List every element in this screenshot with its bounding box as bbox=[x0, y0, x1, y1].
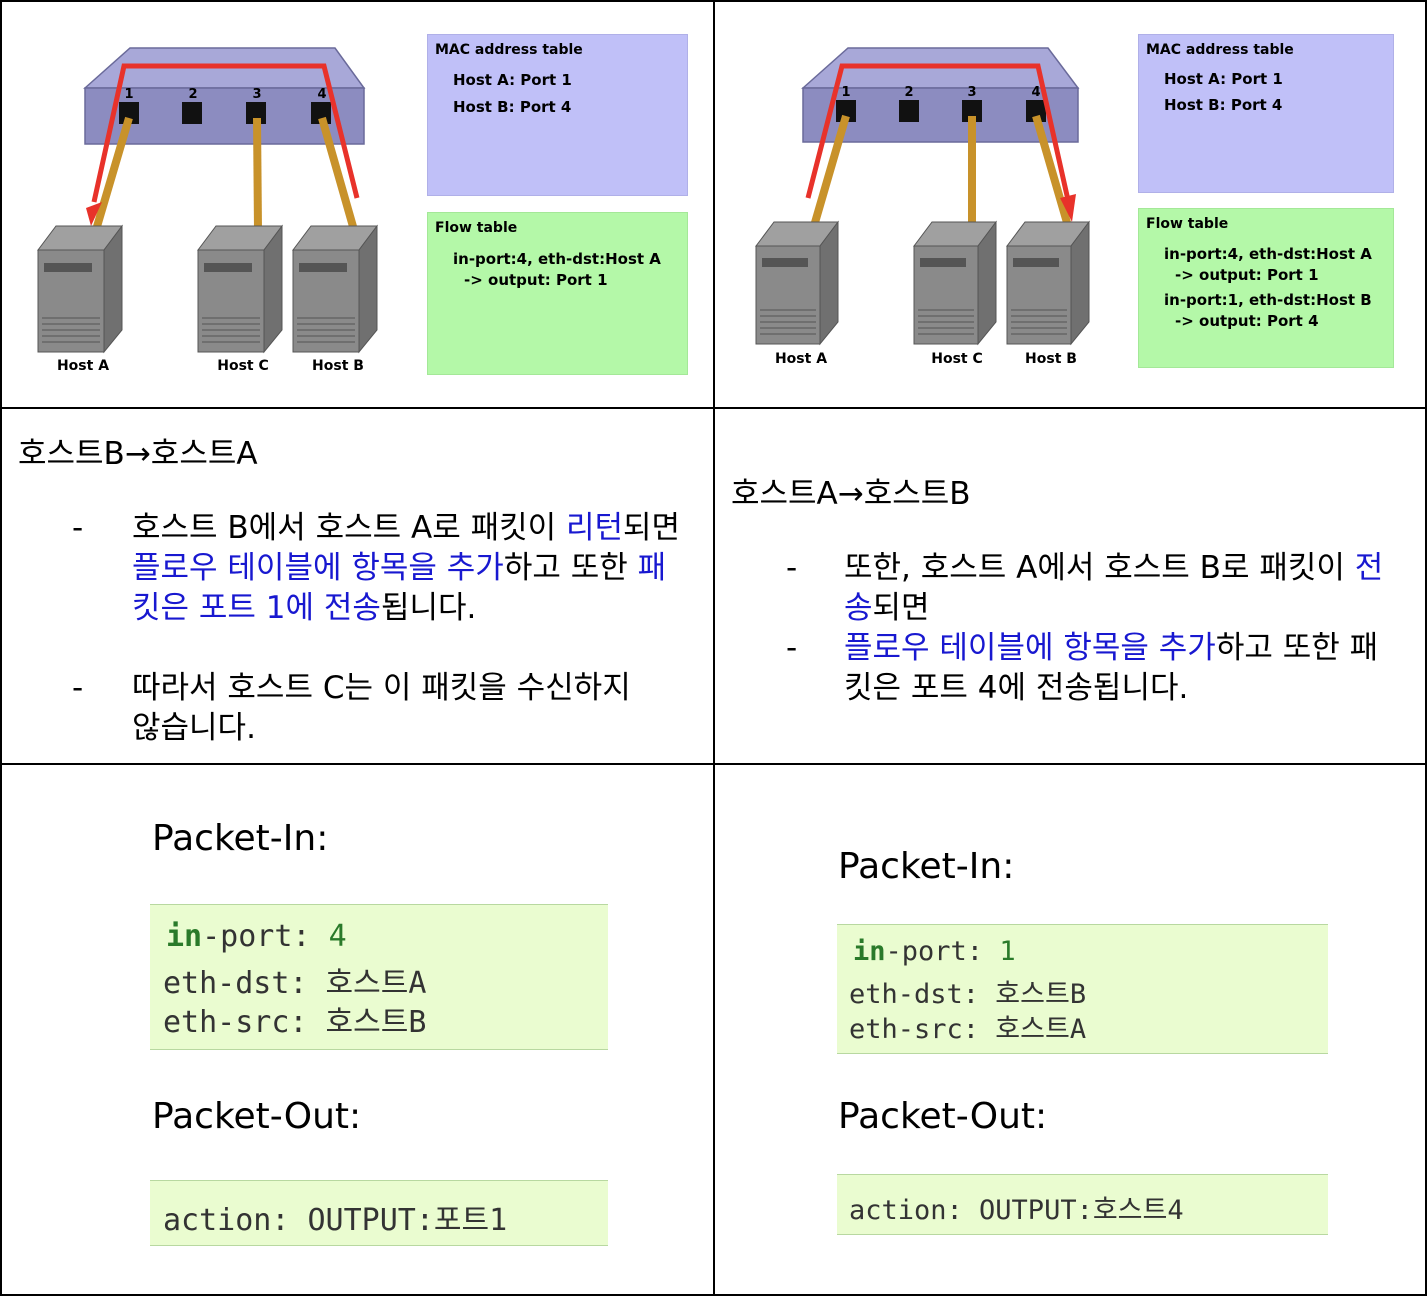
host-label: Host A bbox=[57, 358, 109, 374]
left-bullet-2: 따라서 호스트 C는 이 패킷을 수신하지 않습니다. bbox=[132, 670, 631, 746]
row-divider-1 bbox=[0, 407, 1427, 409]
port-label: 4 bbox=[1031, 85, 1040, 100]
host-label: Host B bbox=[312, 358, 364, 374]
flow-table-title: Flow table bbox=[435, 220, 518, 236]
left-heading: 호스트B→호스트A bbox=[18, 436, 258, 472]
bullet-dash: - bbox=[72, 510, 84, 546]
packet-out-label: Packet-Out: bbox=[838, 1096, 1048, 1137]
left-packet-in-block: in-port: 4 eth-dst: 호스트A eth-src: 호스트B bbox=[150, 904, 608, 1050]
host-label: Host A bbox=[775, 351, 827, 367]
right-bullet-2: 플로우 테이블에 항목을 추가하고 또한 패킷은 포트 4에 전송됩니다. bbox=[844, 630, 1379, 706]
bullet-dash: - bbox=[786, 550, 798, 586]
mac-table-title: MAC address table bbox=[435, 42, 583, 58]
port-label: 3 bbox=[967, 85, 976, 100]
row-divider-2 bbox=[0, 763, 1427, 765]
right-network-diagram: 1 2 3 4 Host A Host C Host B bbox=[738, 30, 1138, 394]
right-bullet-1: 또한, 호스트 A에서 호스트 B로 패킷이 전송되면 bbox=[844, 550, 1384, 626]
port-label: 1 bbox=[841, 85, 850, 100]
port-label: 4 bbox=[317, 87, 326, 102]
host-label: Host C bbox=[931, 351, 983, 367]
packet-in-src-line: eth-src: 호스트A bbox=[849, 1014, 1087, 1045]
packet-out-label: Packet-Out: bbox=[152, 1096, 362, 1137]
left-bullet-1: 호스트 B에서 호스트 A로 패킷이 리턴되면 플로우 테이블에 항목을 추가하… bbox=[132, 510, 681, 626]
host-label: Host B bbox=[1025, 351, 1077, 367]
port-label: 2 bbox=[188, 87, 197, 102]
mac-entry: Host B: Port 4 bbox=[1164, 96, 1283, 114]
left-flow-table: Flow table in-port:4, eth-dst:Host A -> … bbox=[427, 212, 688, 375]
right-packet-out-block: action: OUTPUT:호스트4 bbox=[837, 1174, 1328, 1235]
flow-entry: -> output: Port 1 bbox=[464, 271, 608, 289]
mac-table-title: MAC address table bbox=[1146, 42, 1294, 58]
flow-table-title: Flow table bbox=[1146, 216, 1229, 232]
right-packet-in-block: in-port: 1 eth-dst: 호스트B eth-src: 호스트A bbox=[837, 924, 1328, 1054]
flow-entry: -> output: Port 4 bbox=[1175, 312, 1319, 330]
packet-in-src-line: eth-src: 호스트B bbox=[163, 1005, 427, 1040]
packet-in-dst-line: eth-dst: 호스트B bbox=[849, 979, 1087, 1010]
left-packet-out-block: action: OUTPUT:포트1 bbox=[150, 1180, 608, 1246]
flow-entry: in-port:4, eth-dst:Host A bbox=[1164, 245, 1372, 263]
port-label: 3 bbox=[252, 87, 261, 102]
mac-entry: Host B: Port 4 bbox=[453, 98, 572, 116]
port-label: 1 bbox=[124, 87, 133, 102]
flow-entry: in-port:4, eth-dst:Host A bbox=[453, 250, 661, 268]
packet-in-port-line: in-port: 1 bbox=[853, 936, 1016, 967]
packet-in-port-line: in-port: 4 bbox=[166, 919, 347, 954]
column-divider bbox=[713, 0, 715, 1296]
flow-entry: -> output: Port 1 bbox=[1175, 266, 1319, 284]
packet-in-label: Packet-In: bbox=[152, 818, 329, 859]
right-heading: 호스트A→호스트B bbox=[731, 476, 971, 512]
bullet-dash: - bbox=[786, 630, 798, 666]
right-mac-table: MAC address table Host A: Port 1 Host B:… bbox=[1138, 34, 1394, 193]
host-label: Host C bbox=[217, 358, 269, 374]
mac-entry: Host A: Port 1 bbox=[1164, 70, 1283, 88]
port-label: 2 bbox=[904, 85, 913, 100]
right-flow-table: Flow table in-port:4, eth-dst:Host A -> … bbox=[1138, 208, 1394, 368]
left-network-diagram: 1 2 3 4 Host A Host C Host B bbox=[20, 30, 420, 394]
packet-out-action-line: action: OUTPUT:포트1 bbox=[163, 1203, 508, 1238]
left-mac-table: MAC address table Host A: Port 1 Host B:… bbox=[427, 34, 688, 196]
packet-in-label: Packet-In: bbox=[838, 846, 1015, 887]
mac-entry: Host A: Port 1 bbox=[453, 71, 572, 89]
packet-out-action-line: action: OUTPUT:호스트4 bbox=[849, 1195, 1184, 1226]
flow-entry: in-port:1, eth-dst:Host B bbox=[1164, 291, 1372, 309]
bullet-dash: - bbox=[72, 670, 84, 706]
packet-in-dst-line: eth-dst: 호스트A bbox=[163, 966, 427, 1001]
